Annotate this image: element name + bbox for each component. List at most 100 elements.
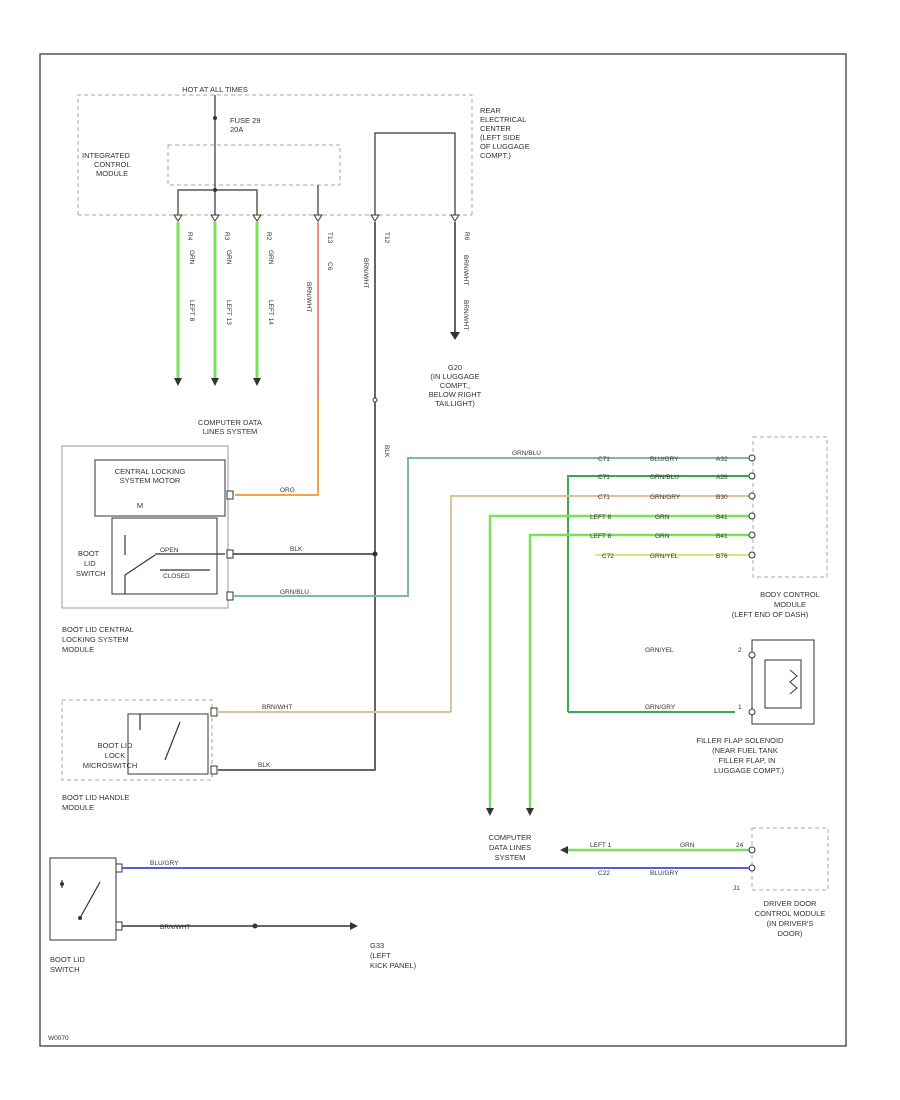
boot-lid-switch-inner-label-2: LID <box>84 559 96 568</box>
wire-bcm-b41b <box>528 533 750 808</box>
clsm-label-2: LOCKING SYSTEM <box>62 635 129 644</box>
computer-data-line-arrows <box>174 378 261 386</box>
hot-at-all-times-label: HOT AT ALL TIMES <box>182 85 248 94</box>
wire-label-w22: GRN/BLU <box>650 474 679 481</box>
rec-label-4: (LEFT SIDE <box>480 133 520 142</box>
wire-label-w6: BRN/WHT <box>462 300 469 330</box>
g20-label-2: (IN LUGGAGE <box>430 372 479 381</box>
wire-label-w25: BLU/GRY <box>150 860 179 867</box>
rec-label-1: REAR <box>480 106 501 115</box>
rec-label-5: OF LUGGAGE <box>480 142 530 151</box>
boot-switch-connectors <box>115 863 123 931</box>
wire-label-w5: BRN/WHT <box>462 255 469 285</box>
pin-bcm-1: C71 <box>598 456 610 463</box>
pin-ddcm-3: 24 <box>736 842 744 849</box>
wire-label-w21: GRN/YEL <box>645 647 674 654</box>
cdl-top-label-2: LINES SYSTEM <box>203 427 258 436</box>
clsm-label-3: MODULE <box>62 645 94 654</box>
boot-switch-label-2: SWITCH <box>50 965 80 974</box>
wire-label-w30: BLK <box>258 762 271 769</box>
footer-code: W0070 <box>48 1035 69 1042</box>
wire-black-main <box>218 222 376 771</box>
fuse-label: FUSE 29 <box>230 116 260 125</box>
wire-label-w8: LEFT 13 <box>225 300 232 325</box>
g20-label-4: BELOW RIGHT <box>429 390 482 399</box>
wire-label-w3: GRN <box>267 250 274 265</box>
pin-icm-2: R3 <box>223 232 230 241</box>
wire-label-w24: BLK <box>290 546 303 553</box>
bcm-label-1: BODY CONTROL <box>760 590 820 599</box>
cdl-bottom-label-3: SYSTEM <box>495 853 526 862</box>
wire-label-w15: BLU/GRY <box>650 456 679 463</box>
ddcm-label-1: DRIVER DOOR <box>764 899 818 908</box>
ddcm-label-2: CONTROL MODULE <box>755 909 826 918</box>
g20-label-3: COMPT., <box>440 381 470 390</box>
pin-ddcm-1: LEFT 1 <box>590 842 612 849</box>
wire-label-w19: GRN <box>655 533 670 540</box>
filler-label-1: FILLER FLAP SOLENOID <box>697 736 785 745</box>
bcm-label-2: MODULE <box>774 600 806 609</box>
handle-switch-box <box>127 713 209 775</box>
icm-label-1: INTEGRATED <box>82 151 130 160</box>
filler-flap-solenoid-box <box>751 639 815 725</box>
cdl-bottom-arrows <box>486 808 534 816</box>
bcm-pin-labels: C71 C71 C71 LEFT 8 LEFT 8 C72 BLU/GRY GR… <box>590 456 728 560</box>
rec-internal-wire <box>374 132 456 215</box>
motor-symbol: M <box>137 501 143 510</box>
wire-label-w4: BRN/WHT <box>305 282 312 312</box>
pin-icm-3: R2 <box>265 232 272 241</box>
central-locking-module-box <box>61 445 229 609</box>
pin-bcm-4: LEFT 8 <box>590 514 612 521</box>
g33-label-3: KICK PANEL) <box>370 961 417 970</box>
pin-bcm-7: A32 <box>716 456 728 463</box>
wire-label-w29: BRN/WHT <box>160 924 190 931</box>
pin-bcm-5: LEFT 8 <box>590 533 612 540</box>
wire-label-w13: BLK <box>383 445 390 458</box>
icm-internal-bus <box>177 145 216 215</box>
pin-bcm-11: B41 <box>716 533 728 540</box>
handle-label-2: MODULE <box>62 803 94 812</box>
handle-inner-label-1: BOOT LID <box>98 741 133 750</box>
boot-lid-switch-inner-label-1: BOOT <box>78 549 100 558</box>
bcm-connectors <box>748 454 756 559</box>
rec-label-2: ELECTRICAL <box>480 115 526 124</box>
pin-bcm-8: A28 <box>716 474 728 481</box>
pin-ddcm-2: C22 <box>598 870 610 877</box>
wire-label-w16: GRN/BLU <box>280 589 309 596</box>
wire-label-w18: GRN <box>655 514 670 521</box>
ddcm-label-4: DOOR) <box>778 929 804 938</box>
integrated-control-module-box <box>167 144 341 186</box>
fuse-dot <box>213 116 217 120</box>
boot-lid-switch-contacts <box>124 535 225 594</box>
wire-label-w2: GRN <box>225 250 232 265</box>
wire-label-w10: C6 <box>326 262 333 271</box>
g20-label-5: TAILLIGHT) <box>435 399 475 408</box>
wire-orange <box>235 398 319 496</box>
pin-rec-2: R6 <box>463 232 470 241</box>
g20-label-1: G20 <box>448 363 462 372</box>
bcm-label-3: (LEFT END OF DASH) <box>732 610 809 619</box>
cdl-top-label-1: COMPUTER DATA <box>198 418 262 427</box>
pin-filler-2: 1 <box>738 704 742 711</box>
wire-label-w23: GRN/GRY <box>650 494 681 501</box>
icm-label-3: MODULE <box>96 169 128 178</box>
g33-label-1: G33 <box>370 941 384 950</box>
cdl-bottom-label-1: COMPUTER <box>489 833 533 842</box>
wire-label-w27: GRN <box>680 842 695 849</box>
handle-inner-label-2: LOCK <box>105 751 125 760</box>
ground-g20-symbol <box>450 332 460 340</box>
filler-label-3: FILLER FLAP, IN <box>719 756 776 765</box>
boot-switch-label-1: BOOT LID <box>50 955 85 964</box>
clsm-inner-label-1: CENTRAL LOCKING <box>115 467 186 476</box>
wire-label-w26: BLU/GRY <box>650 870 679 877</box>
wire-bcm-a28 <box>567 475 750 712</box>
cdl-bottom-label-2: DATA LINES <box>489 843 531 852</box>
filler-label-4: LUGGAGE COMPT.) <box>714 766 785 775</box>
computer-data-line-wires <box>176 222 259 380</box>
wire-teal <box>233 457 580 597</box>
wire-label-w7: LEFT 8 <box>188 300 195 322</box>
icm-label-2: CONTROL <box>94 160 131 169</box>
wire-label-w20: GRN/YEL <box>650 553 679 560</box>
wire-label-w17: GRN/GRY <box>645 704 676 711</box>
